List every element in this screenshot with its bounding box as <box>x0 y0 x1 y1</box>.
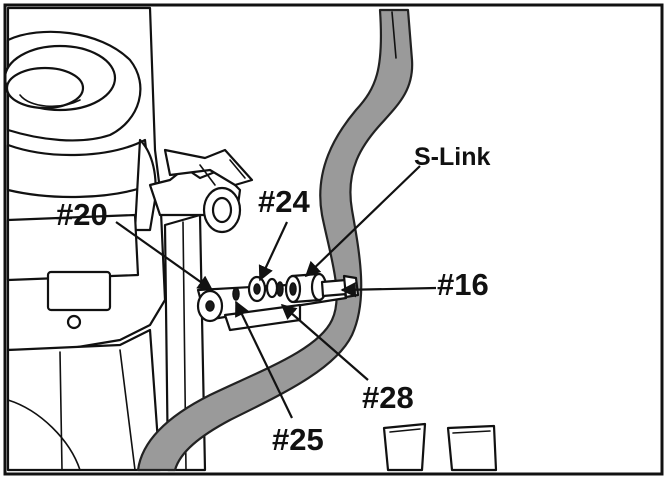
axle-bracket <box>148 148 254 234</box>
frame-border <box>3 3 664 476</box>
bolt-16 <box>320 278 349 298</box>
label-part-24: #24 <box>258 184 310 219</box>
leader-28 <box>280 303 369 381</box>
leader-20 <box>115 221 214 291</box>
base-brackets <box>382 422 498 472</box>
spacer <box>265 277 279 299</box>
machine-body <box>3 6 167 472</box>
leader-25 <box>235 300 293 419</box>
label-s-link: S-Link <box>414 143 490 171</box>
label-part-16: #16 <box>437 267 489 302</box>
leader-24 <box>258 221 288 282</box>
hardware-stack <box>232 272 360 304</box>
leader-16 <box>340 282 437 298</box>
label-part-28: #28 <box>362 380 414 415</box>
handrail-tube <box>136 8 414 472</box>
leader-s-link <box>304 165 421 278</box>
washer-small <box>232 287 240 301</box>
leader-lines <box>115 165 437 419</box>
label-part-20: #20 <box>56 197 108 232</box>
label-part-25: #25 <box>272 422 324 457</box>
